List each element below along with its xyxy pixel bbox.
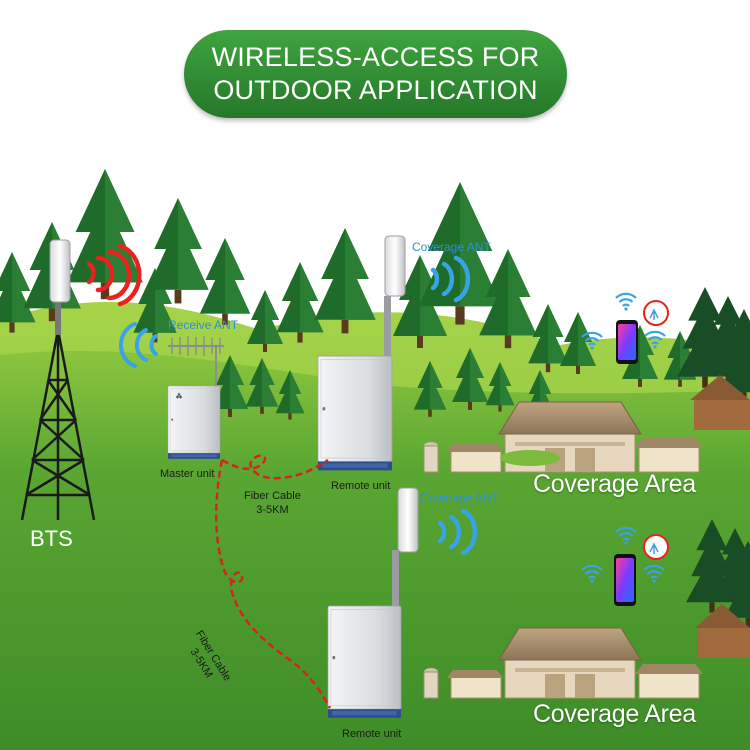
bush-top <box>500 450 560 466</box>
smartphone-bottom-icon <box>614 554 636 606</box>
signal-bubble-bottom-icon <box>643 534 669 560</box>
remote-unit-top-box <box>317 355 393 471</box>
fiber-cable-top-line-1: Fiber Cable <box>244 490 301 502</box>
bts-antenna-icon <box>49 239 71 303</box>
coverage-area-top-label: Coverage Area <box>533 470 696 498</box>
coverage-signal-wave-top-icon <box>430 255 471 303</box>
remote-unit-bottom-box <box>327 605 402 719</box>
bts-label: BTS <box>30 526 73 551</box>
remote-unit-top-label: Remote unit <box>331 480 391 492</box>
fiber-cable-top-label: Fiber Cable 3-5KM <box>244 489 301 517</box>
title-line-1: WIRELESS-ACCESS FOR <box>211 42 540 72</box>
remote-mast-bottom <box>392 550 399 620</box>
coverage-antenna-bottom-icon <box>397 487 419 553</box>
receive-antenna-icon <box>168 336 224 395</box>
coverage-ant-bottom-label: Coverage ANT <box>420 491 499 505</box>
remote-unit-bottom-label: Remote unit <box>342 728 402 740</box>
title-line-2: OUTDOOR APPLICATION <box>213 75 538 105</box>
fiber-cable-to-remote-top <box>221 454 329 480</box>
cabin-top-icon <box>690 375 750 430</box>
coverage-signal-wave-bottom-icon <box>437 508 478 556</box>
master-unit-logo: ⁂ <box>176 393 182 400</box>
receive-ant-label: Receive ANT <box>168 318 239 332</box>
bts-tower-icon <box>20 329 96 521</box>
signal-bubble-top-icon <box>643 300 669 326</box>
cabin-bottom-icon <box>695 604 750 658</box>
bts-mast <box>55 295 61 335</box>
coverage-ant-top-label: Coverage ANT <box>412 240 491 254</box>
receive-signal-wave-icon <box>119 322 158 368</box>
fiber-cable-top-line-2: 3-5KM <box>256 504 289 516</box>
smartphone-top-icon <box>616 320 638 364</box>
coverage-antenna-top-icon <box>384 235 406 297</box>
master-unit-label: Master unit <box>160 468 215 480</box>
remote-mast-top <box>384 296 391 366</box>
fiber-cable-to-remote-bottom <box>214 459 332 709</box>
coverage-area-bottom-label: Coverage Area <box>533 700 696 728</box>
title-banner: WIRELESS-ACCESS FOR OUTDOOR APPLICATION <box>184 30 567 118</box>
bts-signal-wave-icon <box>86 243 142 307</box>
